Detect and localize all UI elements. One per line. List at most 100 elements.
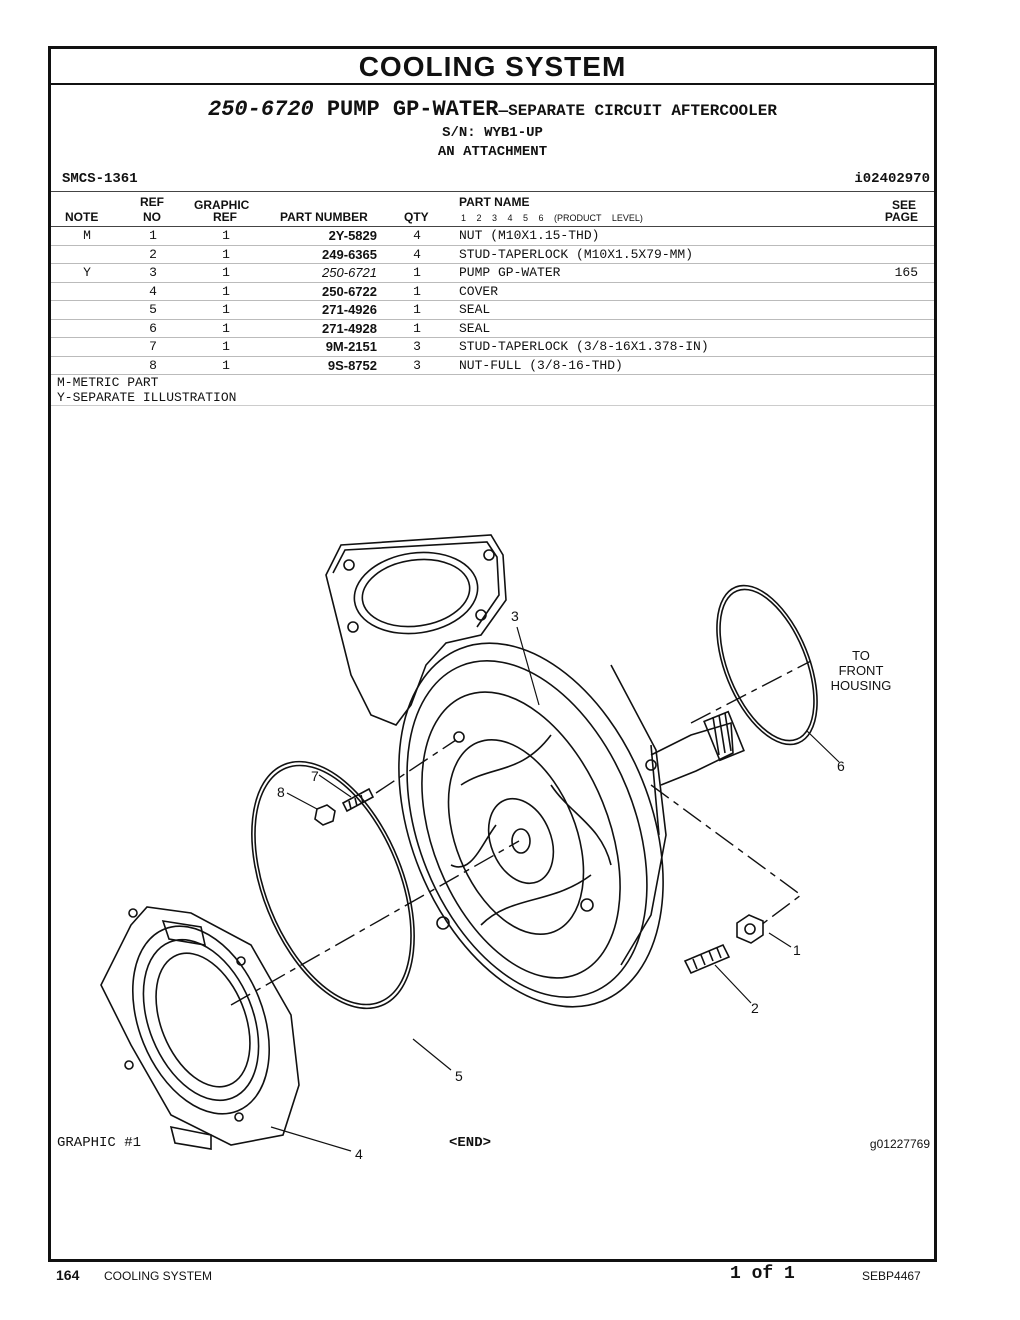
exploded-illustration: 3 1 2 4 5 6 7 8 TO FRONT HOUSING bbox=[100, 534, 892, 1162]
part-number-link[interactable]: 9M-2151 bbox=[325, 339, 377, 354]
header-note: NOTE bbox=[65, 210, 99, 224]
callout-8: 8 bbox=[277, 784, 285, 800]
qty-cell: 1 bbox=[413, 320, 421, 336]
graphic-ref-cell: 1 bbox=[222, 339, 230, 354]
footer-doc-id: SEBP4467 bbox=[862, 1269, 921, 1283]
graphic-id: g01227769 bbox=[869, 1137, 930, 1151]
qty-cell: 1 bbox=[413, 265, 421, 280]
smcs-code: SMCS-1361 bbox=[62, 171, 138, 187]
header-graphic-1: GRAPHIC bbox=[194, 198, 250, 212]
nut-8 bbox=[314, 804, 336, 826]
note-metric: M-METRIC PART bbox=[57, 375, 159, 390]
pump-housing bbox=[325, 534, 745, 1008]
graphic-ref-cell: 1 bbox=[222, 357, 230, 373]
illustration-ref: i02402970 bbox=[854, 171, 930, 187]
group-description: —SEPARATE CIRCUIT AFTERCOOLER bbox=[498, 102, 777, 120]
callout-4: 4 bbox=[355, 1146, 363, 1162]
qty-cell: 4 bbox=[413, 228, 421, 243]
notes-block: M-METRIC PART Y-SEPARATE ILLUSTRATION bbox=[57, 375, 236, 405]
parts-table-body: M 1 1 2Y-5829 4 NUT (M10X1.15-THD) 2 1 249-6365 4… bbox=[51, 227, 934, 375]
part-name-cell: SEAL bbox=[459, 302, 491, 317]
to-front-label-3: HOUSING bbox=[831, 678, 892, 693]
ref-no-cell: 5 bbox=[149, 302, 157, 317]
callout-5: 5 bbox=[455, 1068, 463, 1084]
graphic-label: GRAPHIC #1 bbox=[57, 1135, 142, 1151]
part-number-link[interactable]: 250-6721 bbox=[322, 265, 377, 280]
table-row: 6 1 271-4928 1 SEAL bbox=[51, 320, 934, 338]
part-number-link[interactable]: 9S-8752 bbox=[327, 357, 377, 373]
graphic-ref-cell: 1 bbox=[222, 246, 230, 262]
stud-2 bbox=[683, 943, 731, 975]
part-name-cell: STUD-TAPERLOCK (M10X1.5X79-MM) bbox=[459, 246, 694, 262]
ref-no-cell: 6 bbox=[149, 320, 157, 336]
header-see-1: SEE bbox=[891, 198, 916, 212]
part-number-link[interactable]: 271-4928 bbox=[322, 320, 377, 336]
graphic-ref-cell: 1 bbox=[222, 302, 230, 317]
ref-no-cell: 3 bbox=[149, 265, 157, 280]
qty-cell: 4 bbox=[413, 246, 421, 262]
group-heading: 250-6720 PUMP GP-WATER—SEPARATE CIRCUIT … bbox=[51, 97, 934, 122]
part-name-cell: PUMP GP-WATER bbox=[459, 265, 561, 280]
part-number-link[interactable]: 2Y-5829 bbox=[328, 228, 377, 243]
see-page-link[interactable]: 165 bbox=[894, 265, 918, 280]
header-part-number: PART NUMBER bbox=[280, 210, 368, 224]
part-number-link[interactable]: 271-4926 bbox=[322, 302, 377, 317]
part-number-link[interactable]: 249-6365 bbox=[322, 246, 377, 262]
header-qty: QTY bbox=[404, 210, 429, 224]
header-part-name: PART NAME bbox=[459, 195, 530, 209]
page-title: COOLING SYSTEM bbox=[51, 49, 934, 85]
divider bbox=[51, 405, 934, 406]
callout-2: 2 bbox=[751, 1000, 759, 1016]
part-name-cell: NUT-FULL (3/8-16-THD) bbox=[459, 357, 623, 373]
table-row: 4 1 250-6722 1 COVER bbox=[51, 283, 934, 301]
ref-no-cell: 4 bbox=[149, 283, 157, 299]
part-name-cell: COVER bbox=[459, 283, 499, 299]
table-row: 2 1 249-6365 4 STUD-TAPERLOCK (M10X1.5X79-MM… bbox=[51, 246, 934, 264]
ref-no-cell: 1 bbox=[149, 228, 157, 243]
table-row: Y 3 1 250-6721 1 PUMP GP-WATER 165 bbox=[51, 264, 934, 283]
graphic-ref-cell: 1 bbox=[222, 283, 230, 299]
header-see-2: PAGE bbox=[884, 210, 918, 224]
end-marker: <END> bbox=[449, 1135, 492, 1151]
callout-3: 3 bbox=[511, 608, 519, 624]
graphic-ref-cell: 1 bbox=[222, 320, 230, 336]
group-number[interactable]: 250-6720 bbox=[208, 97, 314, 122]
footer-page-of: 1 of 1 bbox=[730, 1264, 795, 1284]
part-name-cell: STUD-TAPERLOCK (3/8-16X1.378-IN) bbox=[459, 339, 709, 354]
serial-range: S/N: WYB1-UP bbox=[442, 125, 543, 141]
callout-6: 6 bbox=[837, 758, 845, 774]
nut-1 bbox=[736, 914, 764, 944]
callout-1: 1 bbox=[793, 942, 801, 958]
header-graphic-2: REF bbox=[213, 210, 237, 224]
qty-cell: 1 bbox=[413, 283, 421, 299]
seal-6 bbox=[716, 584, 818, 746]
header-product-levels: 1 2 3 4 5 6 (PRODUCT LEVEL) bbox=[461, 213, 643, 223]
note-cell: M bbox=[83, 228, 91, 243]
table-row: M 1 1 2Y-5829 4 NUT (M10X1.15-THD) bbox=[51, 227, 934, 246]
qty-cell: 3 bbox=[413, 339, 421, 354]
ref-no-cell: 8 bbox=[149, 357, 157, 373]
part-number-link[interactable]: 250-6722 bbox=[322, 283, 377, 299]
note-separate: Y-SEPARATE ILLUSTRATION bbox=[57, 390, 237, 405]
graphic-ref-cell: 1 bbox=[222, 228, 230, 243]
page-frame: COOLING SYSTEM 250-6720 PUMP GP-WATER—SE… bbox=[48, 46, 937, 1262]
header-ref-2: NO bbox=[143, 210, 161, 224]
attachment-label: AN ATTACHMENT bbox=[437, 144, 548, 160]
parts-table-header: NOTE REF NO GRAPHIC REF PART NUMBER QTY … bbox=[51, 191, 934, 227]
part-name-cell: SEAL bbox=[459, 320, 491, 336]
footer-section: COOLING SYSTEM bbox=[104, 1269, 213, 1283]
to-front-label-1: TO bbox=[852, 648, 870, 663]
cover-4 bbox=[100, 906, 300, 1150]
graphic-ref-cell: 1 bbox=[222, 265, 230, 280]
header-ref-1: REF bbox=[140, 195, 164, 209]
to-front-label-2: FRONT bbox=[839, 663, 884, 678]
stud-7 bbox=[341, 787, 375, 813]
ref-no-cell: 2 bbox=[149, 246, 157, 262]
seal-5 bbox=[251, 760, 415, 1010]
note-cell: Y bbox=[83, 265, 91, 280]
callout-7: 7 bbox=[311, 768, 319, 784]
part-name-cell: NUT (M10X1.15-THD) bbox=[459, 228, 600, 243]
